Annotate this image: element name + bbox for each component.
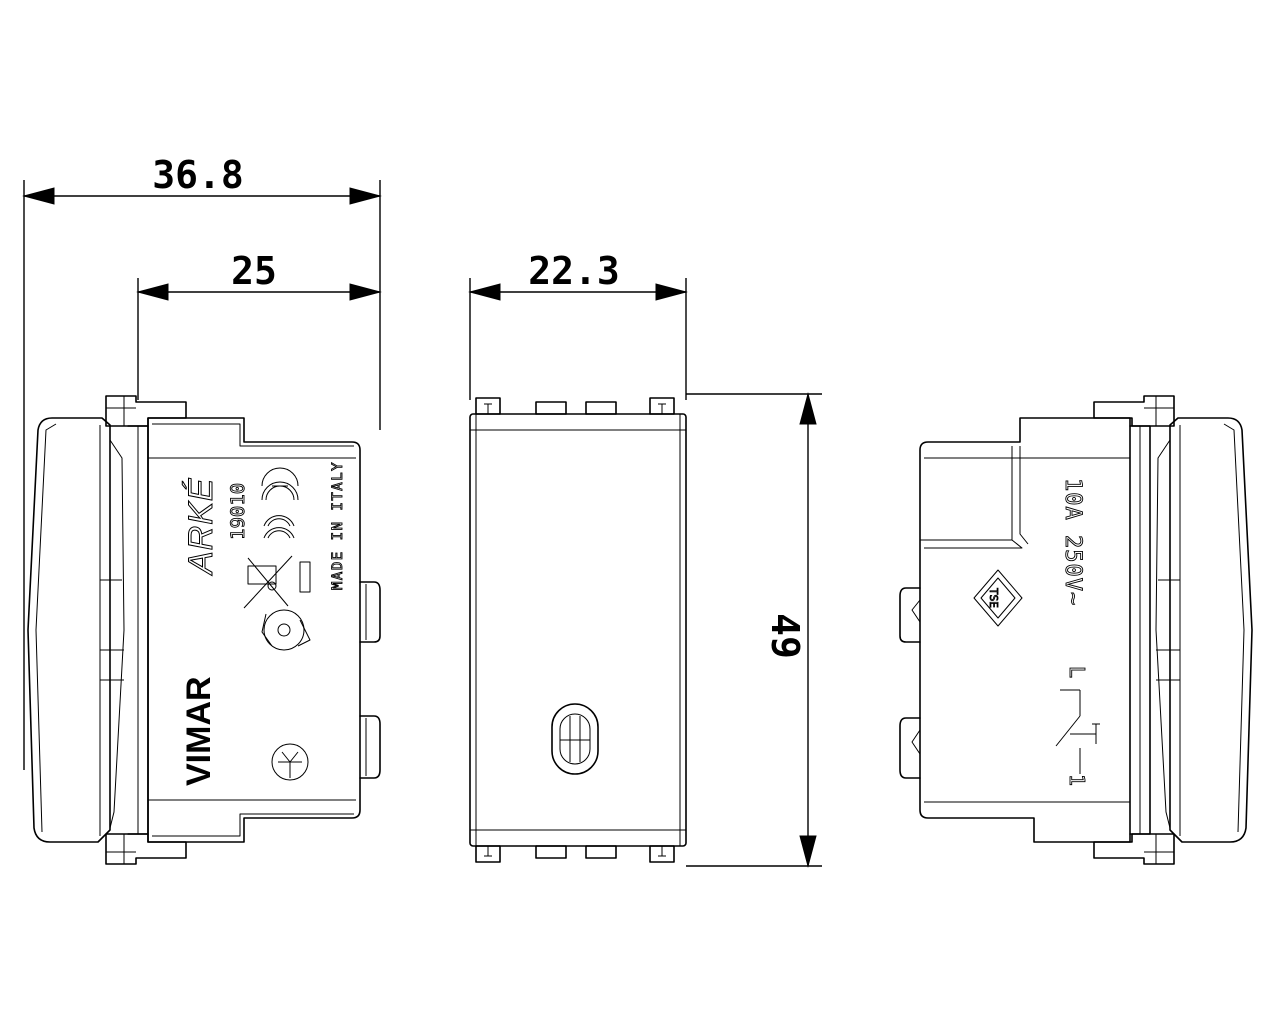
approval-mark-icon bbox=[261, 609, 311, 651]
tse-label: TSE bbox=[987, 588, 1000, 608]
dimension-width: 22.3 bbox=[468, 249, 688, 400]
left-side-view: ARKÉ 19010 MADE IN ITALY VIMAR bbox=[27, 395, 381, 865]
certification-circle-icon bbox=[271, 743, 309, 781]
dimension-label-width: 22.3 bbox=[528, 249, 620, 293]
dimension-height: 49 bbox=[686, 392, 822, 868]
dimension-overall-depth: 36.8 bbox=[22, 153, 382, 770]
terminal-label-1: 1 bbox=[1065, 774, 1089, 786]
rating-label: 10A 250V~ bbox=[1060, 478, 1085, 606]
tse-mark-icon: TSE bbox=[973, 569, 1023, 627]
front-view bbox=[469, 397, 687, 863]
ce-mark-icon bbox=[261, 467, 299, 501]
product-code: 19010 bbox=[227, 483, 249, 540]
ce-mark-icon-secondary bbox=[263, 515, 295, 539]
dimension-body-depth: 25 bbox=[136, 249, 382, 400]
weee-bin-icon bbox=[243, 555, 311, 609]
made-in-italy-label: MADE IN ITALY bbox=[330, 461, 346, 590]
dimension-label-height: 49 bbox=[763, 613, 807, 659]
series-logo-arke: ARKÉ bbox=[182, 477, 220, 576]
dimension-label-overall-depth: 36.8 bbox=[152, 153, 244, 197]
right-side-view: 10A 250V~ TSE L 1 bbox=[899, 395, 1253, 865]
brand-logo-vimar: VIMAR bbox=[180, 676, 218, 786]
locator-light-icon bbox=[551, 703, 599, 775]
terminal-label-l: L bbox=[1065, 666, 1089, 678]
switch-schematic-icon bbox=[1055, 689, 1100, 774]
dimension-label-body-depth: 25 bbox=[231, 249, 277, 293]
